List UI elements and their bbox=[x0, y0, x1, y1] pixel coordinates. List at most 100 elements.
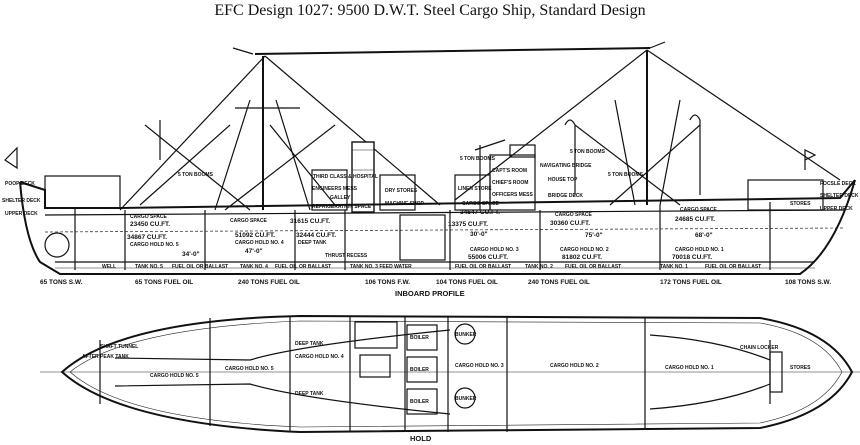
radio-aerial bbox=[254, 47, 651, 55]
room-label: CAPT'S ROOM bbox=[492, 168, 527, 174]
drawing-label: 75'-0" bbox=[585, 232, 603, 239]
aerial-flags bbox=[232, 41, 666, 55]
bunker-icon bbox=[454, 323, 476, 345]
drawing-label: DEEP TANK bbox=[295, 391, 324, 397]
room-label: OFFICERS MESS bbox=[492, 192, 534, 198]
drawing-label: BUNKER bbox=[455, 396, 477, 402]
room-label: CHIEF'S ROOM bbox=[492, 180, 528, 186]
drawing-label: 65 TONS FUEL OIL bbox=[135, 279, 193, 286]
page-title: EFC Design 1027: 9500 D.W.T. Steel Cargo… bbox=[214, 2, 646, 19]
boom-label: 5 TON BOOMS bbox=[570, 149, 606, 155]
drawing-label: CARGO HOLD NO. 2 bbox=[550, 363, 599, 369]
drawing-label: 30360 CU.FT. bbox=[550, 220, 590, 227]
drawing-label: 51092 CU.FT. bbox=[235, 232, 275, 239]
drawing-label: 34867 CU.FT. bbox=[127, 234, 167, 241]
plan-bulkheads bbox=[99, 316, 771, 432]
drawing-label: 108 TONS S.W. bbox=[785, 279, 831, 286]
cargo-boom bbox=[609, 124, 701, 206]
drawing-label: 23450 CU.FT. bbox=[130, 221, 170, 228]
drawing-label: FUEL OIL OR BALLAST bbox=[275, 264, 331, 270]
drawing-label: CARGO HOLD NO. 5 bbox=[130, 242, 179, 248]
bunker bbox=[354, 321, 398, 349]
bunker-icon bbox=[454, 387, 476, 409]
drawing-label: FUEL OIL OR BALLAST bbox=[705, 264, 761, 270]
deck-label: UPPER DECK bbox=[5, 211, 38, 217]
deck-label: UPPER DECK bbox=[820, 206, 853, 212]
drawing-line bbox=[269, 124, 336, 206]
drawing-label: CARGO HOLD NO. 5 bbox=[225, 366, 274, 372]
drawing-label: 32444 CU.FT. bbox=[296, 232, 336, 239]
propeller-icon bbox=[44, 232, 70, 258]
drawing-label: 55006 CU.FT. bbox=[468, 254, 508, 261]
machine-shop-house bbox=[379, 174, 416, 211]
drawing-label: DEEP TANK bbox=[295, 341, 324, 347]
tank-capacities: 65 TONS S.W. 65 TONS FUEL OIL 240 TONS F… bbox=[40, 279, 831, 286]
drawing-label: 172 TONS FUEL OIL bbox=[660, 279, 722, 286]
drawing-label: CARGO HOLD NO. 3 bbox=[455, 363, 504, 369]
drawing-label: AFTER PEAK TANK bbox=[82, 354, 129, 360]
drawing-line bbox=[214, 99, 251, 211]
cargo-boom bbox=[474, 139, 506, 151]
drawing-label: 34'-0" bbox=[182, 251, 200, 258]
poop-house bbox=[44, 175, 121, 209]
drawing-label: STORES bbox=[790, 365, 811, 371]
drawing-label: 104 TONS FUEL OIL bbox=[436, 279, 498, 286]
boiler bbox=[406, 388, 438, 415]
drawing-label: 65 TONS S.W. bbox=[40, 279, 83, 286]
drawing-label: 68'-0" bbox=[695, 232, 713, 239]
drawing-label: CARGO HOLD NO. 5 bbox=[150, 373, 199, 379]
engine bbox=[399, 214, 446, 261]
drawing-label: CARGO HOLD NO. 1 bbox=[665, 365, 714, 371]
cargo-boom bbox=[144, 124, 251, 211]
drawing-label: 81802 CU.FT. bbox=[562, 254, 602, 261]
hold-plan: AFTER PEAK TANK SHAFT TUNNEL CARGO HOLD … bbox=[40, 314, 860, 443]
plan-caption: HOLD bbox=[410, 434, 432, 443]
engine-plan bbox=[359, 354, 391, 378]
drawing-label: BOILER bbox=[410, 399, 429, 405]
drawing-label: BOILER bbox=[410, 367, 429, 373]
drawing-label: CARGO SPACE bbox=[130, 214, 168, 220]
drawing-label: CARGO HOLD NO. 4 bbox=[295, 354, 344, 360]
cargo-holds: CARGO SPACE 23450 CU.FT. 34867 CU.FT. CA… bbox=[127, 201, 724, 261]
aft-mast-stay bbox=[119, 55, 266, 211]
deck-label: BRIDGE DECK bbox=[548, 193, 583, 199]
fore-mast-stay bbox=[646, 49, 841, 181]
drawing-label: CARGO HOLD NO. 1 bbox=[675, 247, 724, 253]
drawing-label: BOILER bbox=[410, 335, 429, 341]
wheel-house bbox=[509, 144, 536, 158]
hospital-house bbox=[311, 169, 348, 211]
room-label: GALLEY bbox=[330, 195, 351, 201]
drawing-line bbox=[659, 99, 681, 206]
drawing-line bbox=[114, 329, 451, 415]
room-label: REFRIGERATION SPACE bbox=[312, 204, 372, 210]
drawing-label: WELL bbox=[102, 264, 116, 270]
bulkheads bbox=[74, 202, 771, 270]
drawing-label: FUEL OIL OR BALLAST bbox=[172, 264, 228, 270]
boiler bbox=[406, 324, 438, 351]
drawing-label: TANK NO. 2 bbox=[525, 264, 553, 270]
boom-label: 5 TON BOOMS bbox=[178, 172, 214, 178]
drawing-label: CARGO SPACE bbox=[462, 201, 500, 207]
drawing-label: CARGO SPACE bbox=[680, 207, 718, 213]
drawing-label: 31615 CU.FT. bbox=[290, 218, 330, 225]
drawing-label: 240 TONS FUEL OIL bbox=[238, 279, 300, 286]
drawing-label: TANK NO. 1 bbox=[660, 264, 688, 270]
drawing-line bbox=[564, 114, 701, 195]
hull-deckline bbox=[19, 179, 856, 209]
drawing-line bbox=[649, 334, 771, 410]
drawing-label: 24685 CU.FT. bbox=[675, 216, 715, 223]
profile-caption: INBOARD PROFILE bbox=[395, 289, 465, 298]
bow-flag-icon bbox=[804, 149, 817, 170]
stern-flag-icon bbox=[4, 146, 18, 170]
room-label: LINEN STORE bbox=[458, 186, 492, 192]
drawing-label: FUEL OIL OR BALLAST bbox=[565, 264, 621, 270]
deck-label: FOCSLE DECK bbox=[820, 181, 856, 187]
drawing-label: SHAFT TUNNEL bbox=[100, 344, 138, 350]
drawing-label: CARGO HOLD NO. 3 bbox=[470, 247, 519, 253]
drawing-label: CARGO SPACE bbox=[230, 218, 268, 224]
room-label: MACHINE SHOP bbox=[385, 201, 425, 207]
officers-house bbox=[489, 154, 536, 211]
drawing-line bbox=[275, 99, 311, 211]
drawing-label: TANK NO. 5 bbox=[135, 264, 163, 270]
